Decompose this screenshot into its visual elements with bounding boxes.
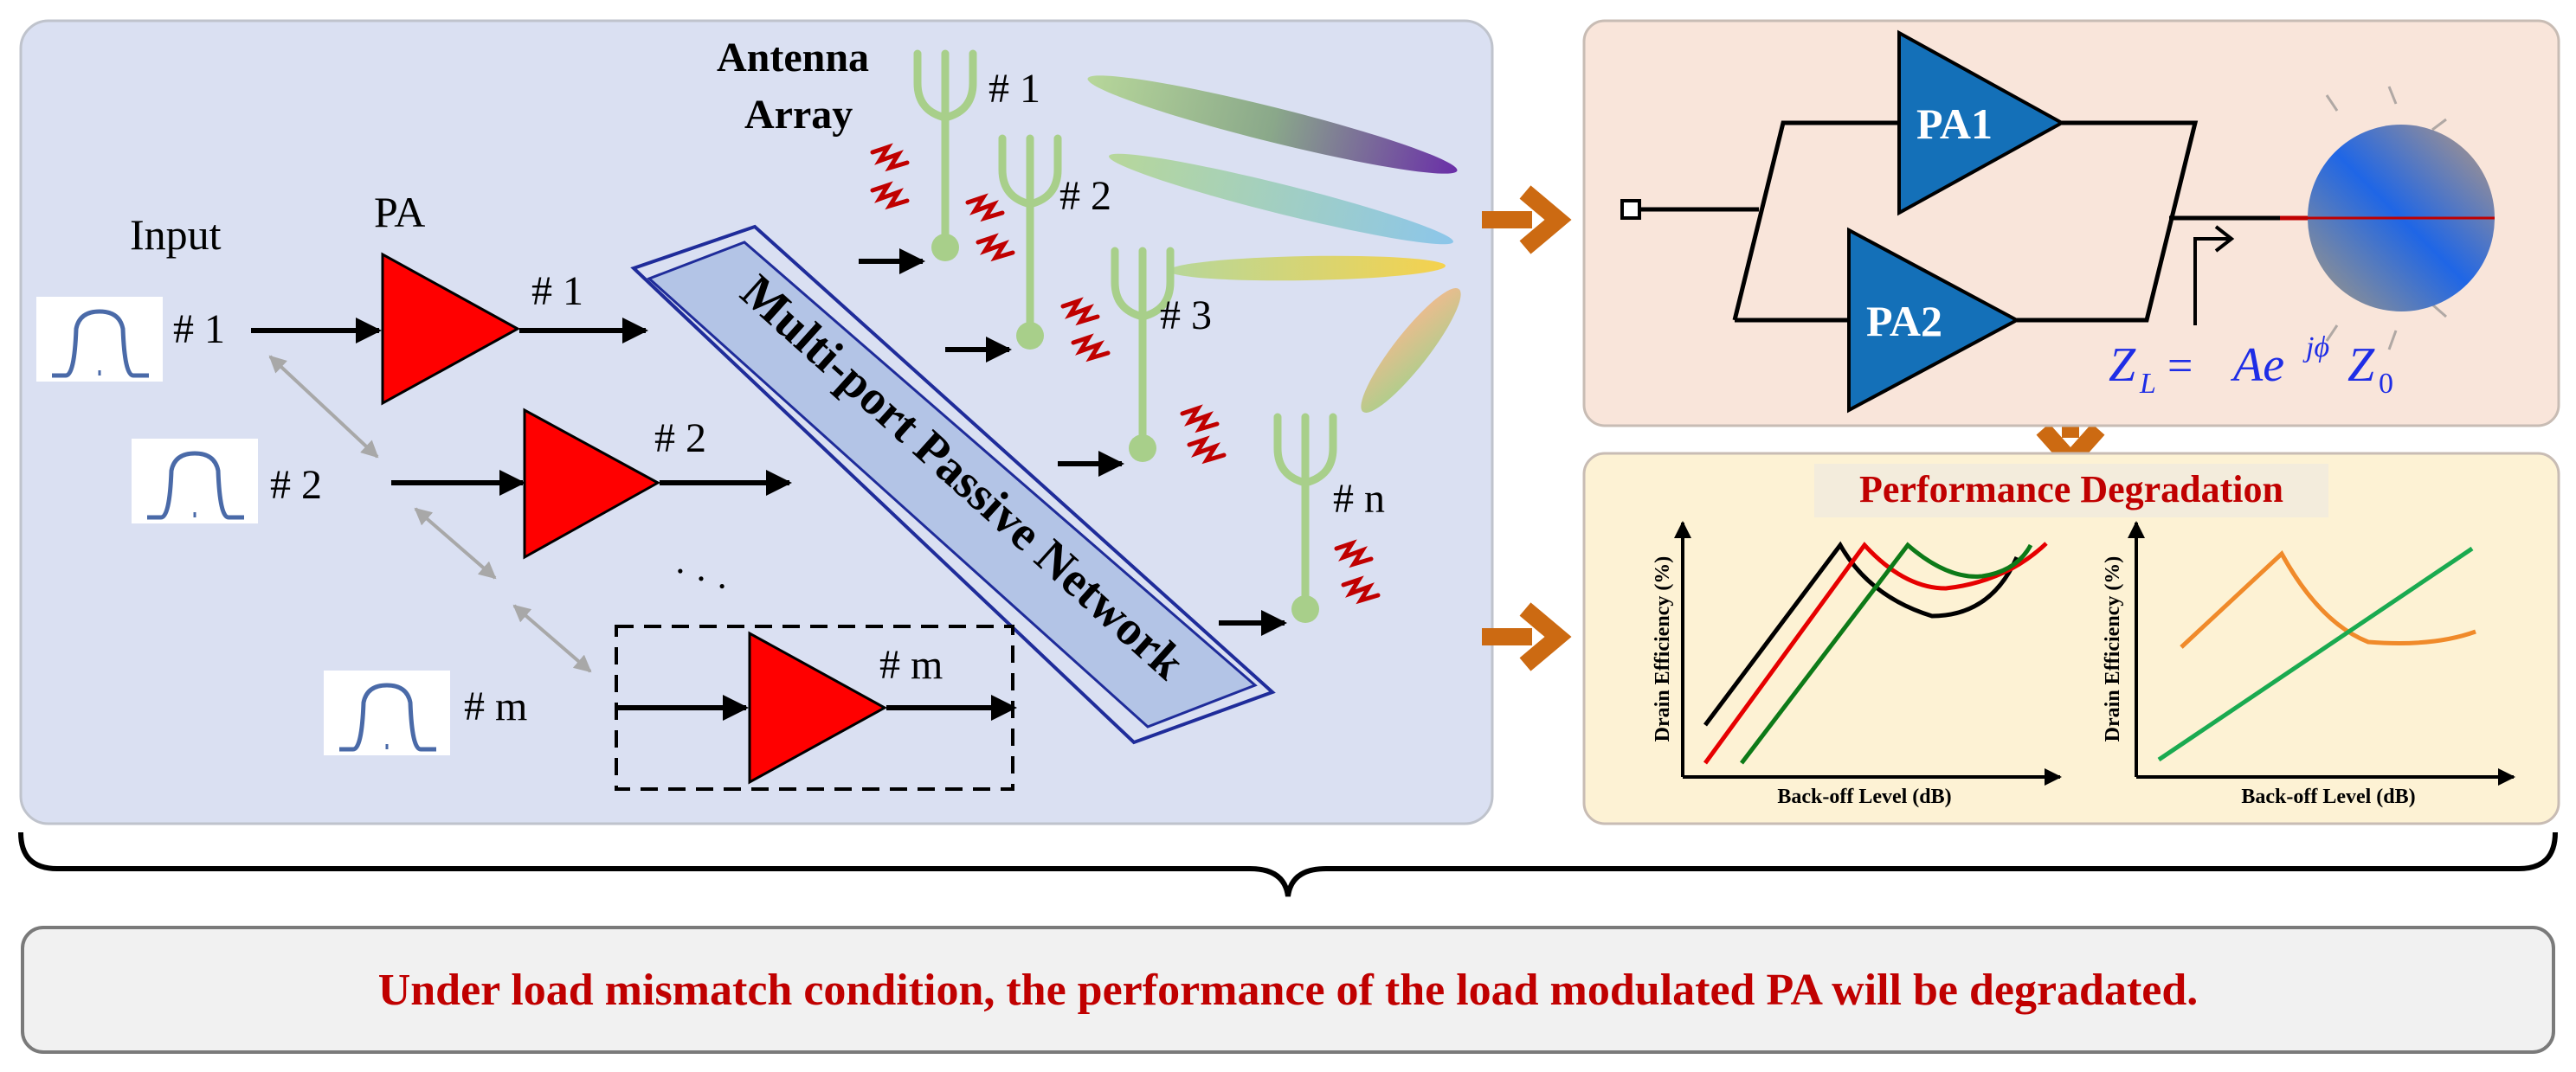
beam-4 bbox=[1361, 288, 1461, 413]
antenna-label-line2: Array bbox=[744, 92, 853, 138]
beam-1 bbox=[1087, 75, 1458, 174]
chart-right-xlabel: Back-off Level (dB) bbox=[2241, 786, 2415, 808]
pa-label: PA bbox=[374, 188, 425, 236]
antenna-port-2: # 2 bbox=[1059, 173, 1111, 219]
chart-left-green-curve bbox=[1740, 542, 2033, 765]
input-correlation-arrows bbox=[268, 355, 592, 673]
pa-1-triangle bbox=[381, 252, 521, 406]
input-waveform-1 bbox=[36, 297, 163, 382]
pa-port-2: # 2 bbox=[654, 415, 706, 461]
performance-title-bg bbox=[1814, 464, 2328, 517]
conclusion-text: Under load mismatch condition, the perfo… bbox=[377, 965, 2199, 1015]
chart-left-xlabel: Back-off Level (dB) bbox=[1777, 786, 1951, 808]
input-port-2: # 2 bbox=[270, 462, 322, 508]
eq-equals: = bbox=[2167, 342, 2193, 391]
network-to-antenna-arrows bbox=[859, 248, 1287, 636]
antenna-label-line1: Antenna bbox=[717, 35, 869, 80]
pa-2-triangle bbox=[523, 408, 661, 560]
eq-z: Z bbox=[2109, 338, 2136, 392]
input-waveform-m bbox=[324, 671, 450, 755]
chart-left-red-curve bbox=[1703, 542, 2048, 765]
doherty-circuit: PA1 PA2 bbox=[1620, 29, 2309, 414]
chart-right: Back-off Level (dB) Drain Efficiency (%) bbox=[2102, 521, 2515, 808]
summary-brace bbox=[18, 831, 2558, 897]
coupling-waves bbox=[870, 143, 1381, 605]
eq-z0-sub: 0 bbox=[2379, 368, 2393, 400]
pa1-label: PA1 bbox=[1916, 99, 1993, 148]
pa-port-m: # m bbox=[879, 642, 943, 688]
input-port-m: # m bbox=[464, 684, 527, 729]
bottom-right-panel bbox=[1582, 452, 2560, 825]
smith-chart-load bbox=[2308, 86, 2495, 350]
pa2-triangle bbox=[1847, 227, 2021, 414]
antenna-3 bbox=[1111, 247, 1175, 462]
pa1-triangle bbox=[1897, 29, 2066, 216]
eq-ae: Ae bbox=[2230, 338, 2284, 392]
beam-3 bbox=[1169, 255, 1446, 281]
input-waveform-2 bbox=[132, 439, 258, 523]
pa-m-triangle bbox=[748, 631, 888, 785]
pa-port-1: # 1 bbox=[531, 268, 583, 314]
antenna-port-n: # n bbox=[1333, 476, 1385, 522]
antenna-n bbox=[1273, 413, 1337, 623]
pa2-label: PA2 bbox=[1866, 297, 1942, 345]
eq-exponent: jϕ bbox=[2302, 331, 2329, 363]
chart-right-green-line bbox=[2157, 546, 2474, 762]
chart-left: Back-off Level (dB) Drain Efficiency (%) bbox=[1652, 521, 2062, 808]
performance-title: Performance Degradation bbox=[1859, 468, 2283, 510]
chart-left-ylabel: Drain Efficiency (%) bbox=[1652, 556, 1674, 742]
antenna-port-3: # 3 bbox=[1160, 292, 1212, 338]
chart-right-orange-curve bbox=[2180, 549, 2476, 649]
conclusion-banner: Under load mismatch condition, the perfo… bbox=[21, 926, 2555, 1054]
input-port-square bbox=[1620, 199, 1641, 220]
eq-z-sub: L bbox=[2139, 368, 2156, 400]
chart-left-black-curve bbox=[1703, 541, 2019, 727]
antenna-beams bbox=[1087, 75, 1461, 413]
antenna-port-1: # 1 bbox=[989, 66, 1040, 112]
antenna-1 bbox=[913, 49, 977, 261]
load-equation: Z L = Ae jϕ Z 0 bbox=[2109, 331, 2393, 400]
beam-2 bbox=[1109, 153, 1453, 245]
input-port-1: # 1 bbox=[173, 306, 225, 352]
chart-right-ylabel: Drain Efficiency (%) bbox=[2102, 556, 2124, 742]
eq-z0: Z bbox=[2347, 338, 2375, 392]
reference-plane-arrow bbox=[2193, 237, 2230, 325]
input-label: Input bbox=[130, 210, 222, 259]
antenna-2 bbox=[998, 134, 1062, 350]
